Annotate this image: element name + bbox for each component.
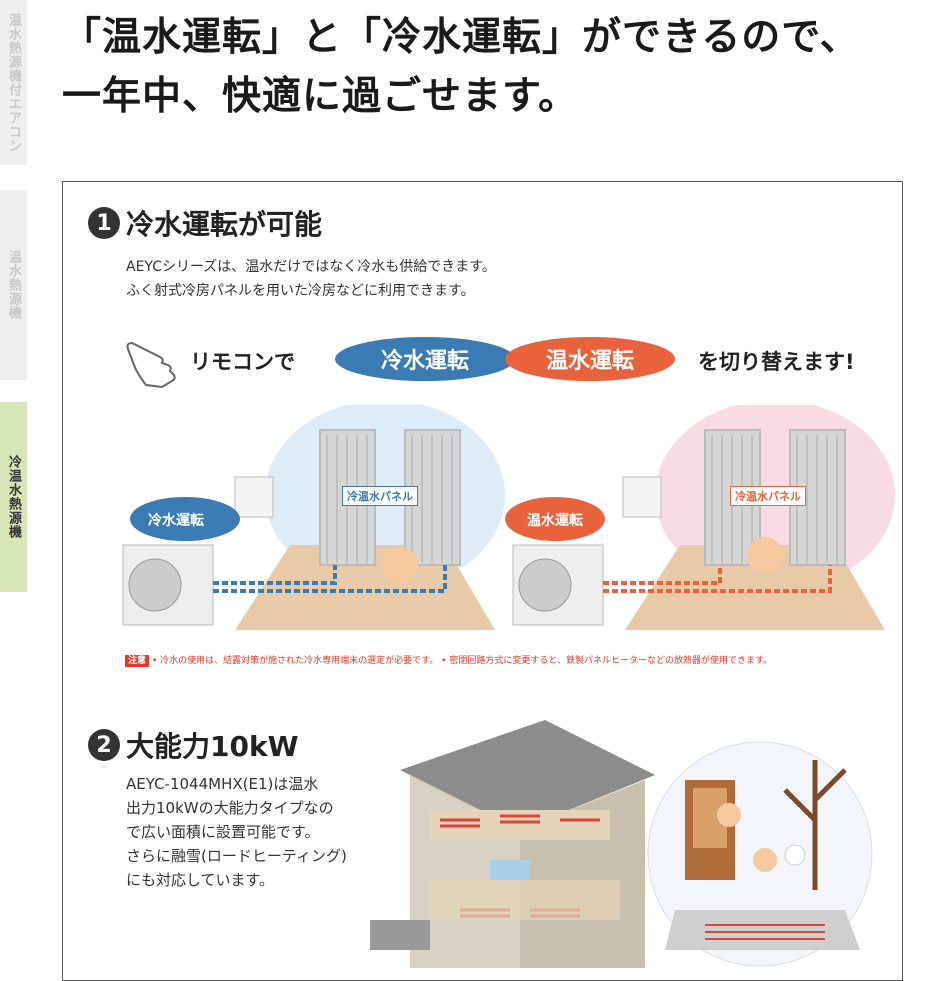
headline-line2: 一年中、快適に過ごせます。 bbox=[62, 74, 579, 119]
cold-panel-label: 冷温水パネル bbox=[342, 486, 418, 506]
hot-bubble-label: 温水運転 bbox=[527, 513, 583, 529]
section1-text: AEYCシリーズは、温水だけではなく冷水も供給できます。 ふく射式冷房パネルを用… bbox=[126, 255, 496, 303]
snow-melting-illustration bbox=[647, 741, 873, 967]
section1-title: 1 冷水運転が可能 bbox=[88, 203, 322, 243]
section2-text-line: 出力10kWの大能力タイプなの bbox=[126, 799, 334, 817]
caution-tag: 注意 bbox=[125, 655, 150, 667]
caution-note: 注意• 冷水の使用は、結露対策が施された冷水専用端末の選定が必要です。 • 密閉… bbox=[125, 653, 773, 667]
house-cutaway-illustration bbox=[370, 720, 655, 968]
hot-mode-pill[interactable]: 温水運転 bbox=[505, 337, 675, 381]
section1-title-text: 冷水運転が可能 bbox=[126, 208, 323, 241]
section2-number: 2 bbox=[88, 729, 120, 761]
remote-right-text: を切り替えます! bbox=[698, 350, 855, 374]
headline-line1: 「温水運転」と「冷水運転」ができるので、 bbox=[62, 15, 860, 60]
side-tab-label: 冷温水熱源機 bbox=[6, 455, 21, 539]
cold-mode-illustration bbox=[122, 405, 505, 630]
section1-text-line: ふく射式冷房パネルを用いた冷房などに利用できます。 bbox=[126, 283, 475, 299]
section1-text-line: AEYCシリーズは、温水だけではなく冷水も供給できます。 bbox=[126, 259, 496, 275]
page-headline: 「温水運転」と「冷水運転」ができるので、 一年中、快適に過ごせます。 bbox=[62, 8, 860, 126]
side-tab-aircon[interactable]: 温水熱源機付エアコン bbox=[0, 0, 27, 165]
section2-text-line: で広い面積に設置可能です。 bbox=[126, 823, 320, 841]
section2-text-line: さらに融雪(ロードヒーティング) bbox=[126, 847, 347, 865]
side-tab-label: 温水熱源機 bbox=[6, 250, 21, 320]
section2-text-line: AEYC-1044MHX(E1)は温水 bbox=[126, 775, 319, 793]
section1-number: 1 bbox=[88, 207, 120, 239]
cold-mode-label: 冷水運転 bbox=[380, 349, 469, 374]
cold-mode-pill[interactable]: 冷水運転 bbox=[335, 337, 515, 381]
section2-title-text: 大能力10kW bbox=[126, 730, 299, 763]
section2-title: 2 大能力10kW bbox=[88, 725, 298, 765]
pointing-hand-icon bbox=[122, 335, 182, 390]
section2-text-line: にも対応しています。 bbox=[126, 871, 275, 889]
hot-panel-label: 冷温水パネル bbox=[730, 486, 806, 506]
side-tab-hot-water[interactable]: 温水熱源機 bbox=[0, 190, 27, 380]
cold-bubble-label: 冷水運転 bbox=[148, 513, 204, 529]
caution-text: • 冷水の使用は、結露対策が施された冷水専用端末の選定が必要です。 • 密閉回路… bbox=[152, 656, 773, 666]
section2-text: AEYC-1044MHX(E1)は温水 出力10kWの大能力タイプなの で広い面… bbox=[126, 772, 347, 892]
side-tab-label: 温水熱源機付エアコン bbox=[6, 12, 21, 153]
side-tab-cold-hot-water[interactable]: 冷温水熱源機 bbox=[0, 402, 27, 592]
hot-mode-label: 温水運転 bbox=[545, 349, 634, 374]
remote-left-text: リモコンで bbox=[190, 350, 295, 374]
